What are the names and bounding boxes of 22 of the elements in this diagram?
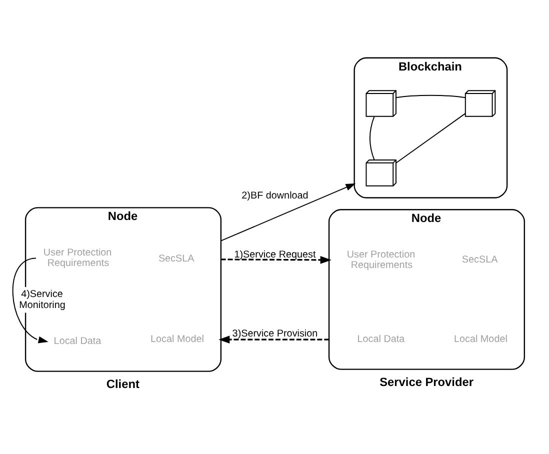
edge-label: 3)Service Provision <box>232 328 318 340</box>
cluster: Blockchain <box>354 57 508 198</box>
node-text: Local Model <box>150 334 204 346</box>
connector <box>396 94 466 98</box>
edge-label: 1)Service Request <box>234 249 316 260</box>
node-label: Client <box>106 376 140 391</box>
arrow <box>12 258 48 344</box>
arrow <box>218 336 330 344</box>
arrow <box>220 256 332 264</box>
node-label: Service Provider <box>380 374 474 389</box>
node-text: Local Model <box>454 334 508 346</box>
connector <box>369 116 375 160</box>
node-text: Local Data <box>54 336 102 348</box>
edge-label: 4)Service Monitoring <box>19 288 66 311</box>
node-text: SecSLA <box>158 254 194 265</box>
node-text: SecSLA <box>462 254 498 266</box>
arrow <box>220 183 356 242</box>
node-text: User Protection Requirements <box>43 247 112 270</box>
node-text: User Protection Requirements <box>346 249 416 272</box>
connector <box>396 112 466 164</box>
node-text: Local Data <box>357 334 405 346</box>
edge-label: 2)BF download <box>242 190 308 202</box>
